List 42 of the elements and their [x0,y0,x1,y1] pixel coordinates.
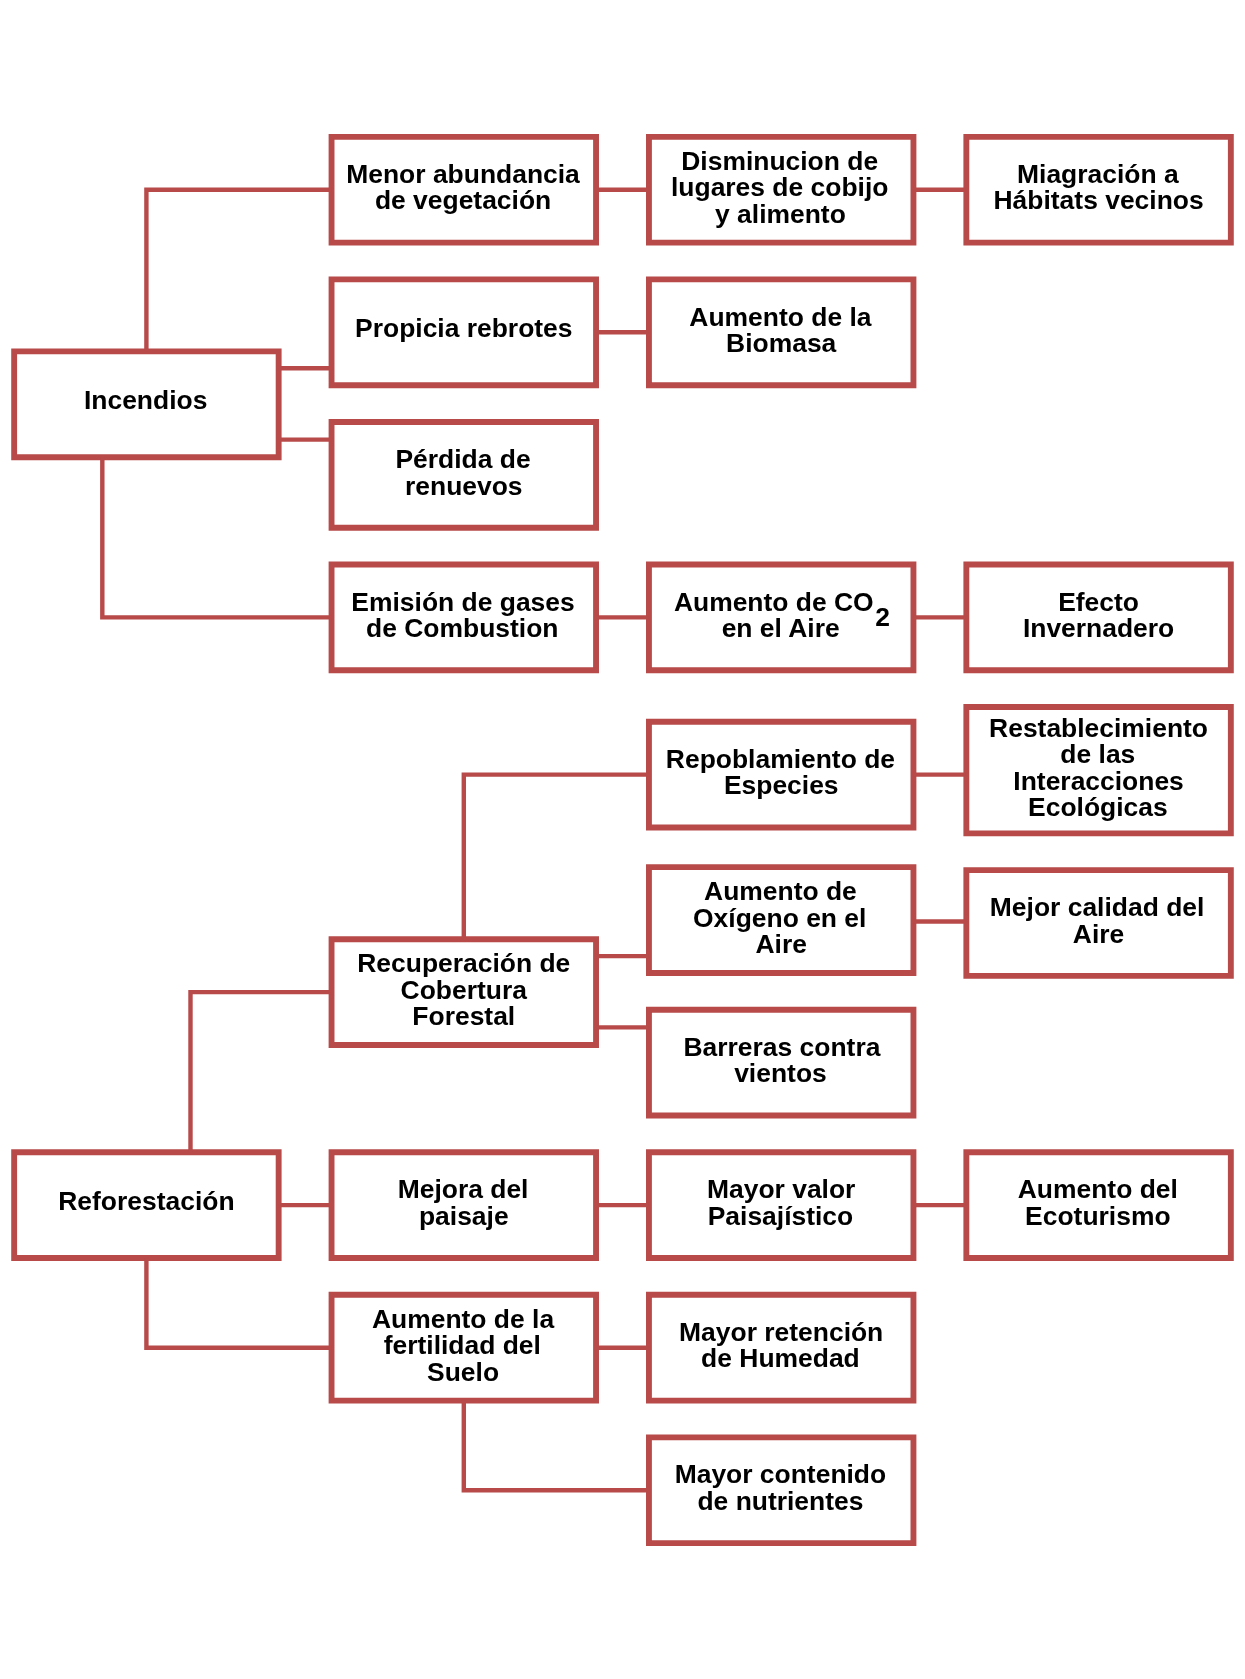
node-box: Barreras contra vientos [646,1006,917,1118]
node-box: Aumento de la Biomasa [646,275,917,388]
connector [913,187,966,192]
node-box: Efecto Invernadero [963,561,1234,673]
connector [913,771,966,777]
node-box: Repoblamiento de Especies [646,718,917,830]
connector [596,1202,649,1207]
node-box: Disminucion de lugares de cobijo y alimento [646,133,917,246]
node-box: Mejor calidad del Aire [963,866,1234,979]
connector [596,1024,649,1030]
node-box: Restablecimiento de las Interacciones Ecológicas [963,703,1234,836]
connector [461,771,649,939]
connector [596,614,649,620]
node-box: Mayor retención de Humedad [646,1291,917,1404]
connector [596,187,649,192]
connector [278,1202,332,1207]
node-box: Recuperación de Cobertura Forestal [328,935,599,1048]
connector [188,989,332,1152]
connector [278,365,332,370]
node-box: Pérdida de renuevos [328,418,599,531]
connector [461,1400,649,1492]
node-box: Emisión de gases de Combustion [328,561,599,673]
connector [913,614,966,620]
node-box: Aumento del Ecoturismo [963,1148,1234,1261]
node-box: Miagración a Hábitats vecinos [963,133,1234,246]
connector [596,953,649,958]
connector [913,918,966,924]
connector [278,436,332,442]
node-box: Aumento de la fertilidad del Suelo [328,1291,599,1404]
node-box: Reforestación [11,1148,282,1261]
node-box: Incendios [11,347,282,460]
connector [144,187,332,351]
connector [100,457,332,620]
node-box: Aumento de Oxígeno en el Aire [646,863,917,976]
node-box: Mayor valor Paisajístico [646,1148,917,1261]
node-box: Menor abundancia de vegetación [328,133,599,246]
connector [596,1345,649,1350]
node-box: Mejora del paisaje [328,1148,599,1261]
node-box: Mayor contenido de nutrientes [646,1433,917,1546]
connector [913,1202,966,1207]
connector [596,329,649,334]
node-box: Propicia rebrotes [328,275,599,388]
